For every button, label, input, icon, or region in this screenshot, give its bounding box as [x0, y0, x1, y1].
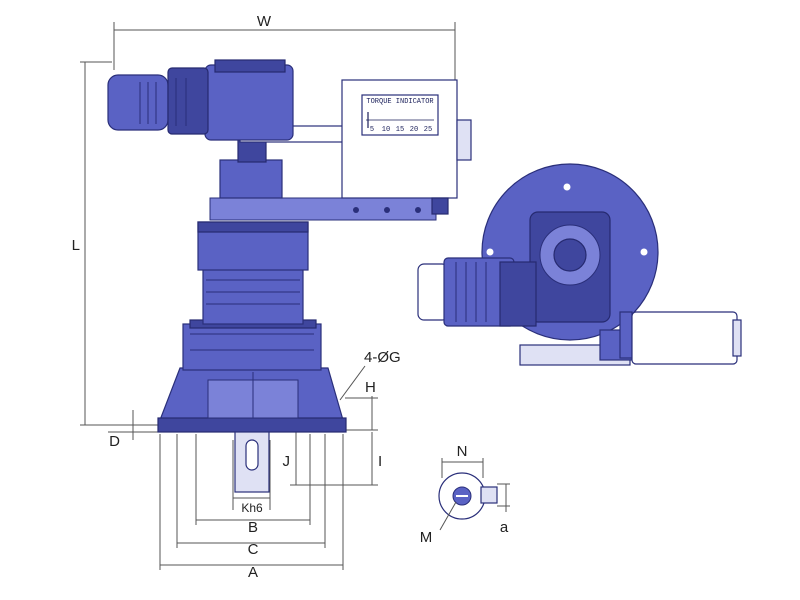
dim-label-kh6: Kh6: [241, 501, 263, 515]
indicator-tick-3: 15: [396, 126, 404, 134]
front-view: TORQUE INDICATOR 5 10 15 20 25: [107, 59, 472, 493]
dim-label-w: W: [257, 13, 272, 30]
dim-label-h: H: [365, 379, 376, 396]
indicator-tick-4: 20: [410, 126, 418, 134]
dim-label-a: A: [248, 564, 258, 581]
shaft-detail: [438, 458, 510, 531]
indicator-tick-5: 25: [424, 126, 432, 134]
dim-label-l: L: [72, 237, 80, 254]
dim-label-d: D: [109, 433, 120, 450]
dim-label-j: J: [283, 453, 291, 470]
dim-label-a-small: a: [500, 519, 509, 536]
indicator-tick-2: 10: [382, 126, 390, 134]
dim-label-n: N: [457, 443, 468, 460]
dim-label-i: I: [378, 453, 382, 470]
indicator-tick-1: 5: [370, 126, 374, 134]
dim-label-m: M: [420, 529, 433, 546]
dimension-labels: W L D H 4-ØG J I Kh6 B C A N M a: [72, 13, 509, 581]
dim-label-g: 4-ØG: [364, 349, 401, 366]
side-view: [417, 163, 742, 366]
dim-label-c: C: [248, 541, 259, 558]
indicator-title: TORQUE INDICATOR: [366, 98, 434, 106]
dimension-lines: [80, 22, 456, 570]
dim-label-b: B: [248, 519, 258, 536]
